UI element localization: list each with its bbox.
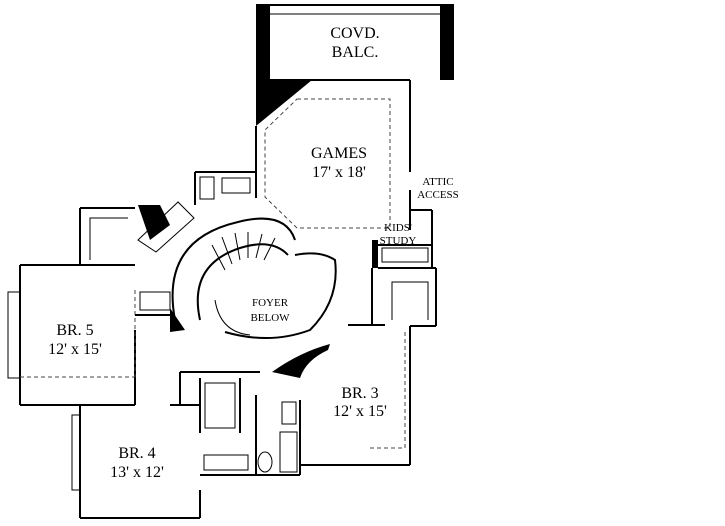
kids-study-label-2: STUDY — [380, 235, 417, 247]
left-closet — [79, 207, 135, 265]
kids-study-label: KIDS' — [384, 222, 412, 234]
bedroom-4-walls — [71, 404, 201, 519]
balcony-label: COVD. — [330, 25, 379, 42]
br4-size: 13' x 12' — [110, 464, 164, 481]
br5-label: BR. 5 — [56, 322, 93, 339]
bedroom-3-walls — [272, 267, 437, 466]
br3-label: BR. 3 — [341, 385, 378, 402]
attic-label-2: ACCESS — [417, 189, 459, 201]
br3-size: 12' x 15' — [333, 403, 387, 420]
games-label: GAMES — [311, 145, 367, 162]
foyer-label: FOYER — [252, 297, 289, 309]
upper-bath — [137, 171, 256, 253]
balcony-label-2: BALC. — [332, 44, 379, 61]
games-size: 17' x 18' — [312, 164, 366, 181]
center-bath — [179, 371, 301, 476]
attic-label: ATTIC — [422, 176, 453, 188]
kids-study — [372, 209, 433, 268]
foyer-below — [214, 252, 337, 339]
br5-size: 12' x 15' — [48, 341, 102, 358]
foyer-label-2: BELOW — [250, 312, 290, 324]
games-room — [255, 79, 411, 230]
covered-balcony — [256, 4, 454, 80]
bedroom-5-walls — [7, 264, 175, 406]
br4-label: BR. 4 — [118, 445, 155, 462]
